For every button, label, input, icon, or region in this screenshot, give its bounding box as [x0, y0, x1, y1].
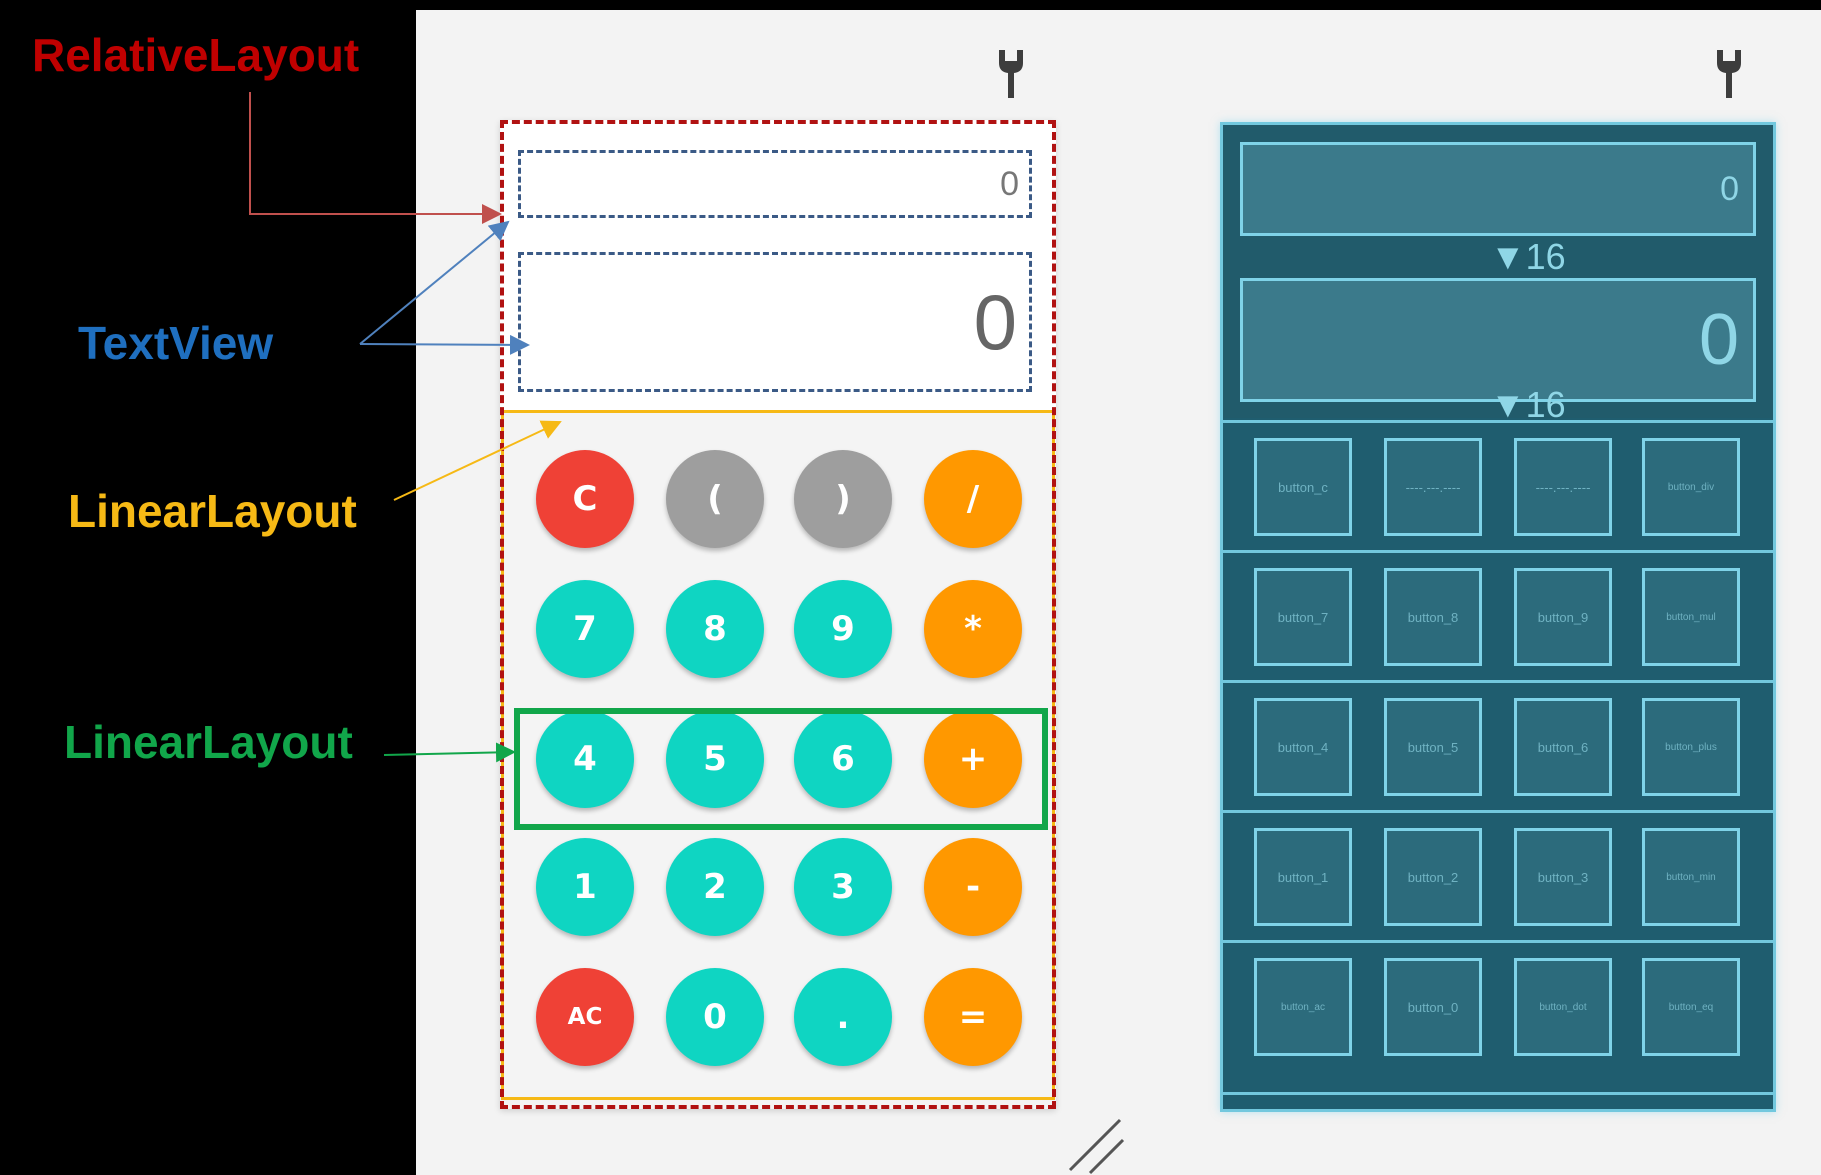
calc-button-16[interactable]: - [924, 838, 1022, 936]
blueprint-button[interactable]: button_eq [1642, 958, 1740, 1056]
blueprint-expression-text-view: 0 [1240, 142, 1756, 236]
blueprint-button[interactable]: button_6 [1514, 698, 1612, 796]
blueprint-button[interactable]: button_7 [1254, 568, 1352, 666]
calc-button-17[interactable]: AC [536, 968, 634, 1066]
margin-top-value: 16 [1525, 236, 1566, 277]
calc-button-4[interactable]: / [924, 450, 1022, 548]
blueprint-button[interactable]: ----.---.---- [1384, 438, 1482, 536]
blueprint-result-text-view: 0 [1240, 278, 1756, 402]
calc-button-3[interactable]: ) [794, 450, 892, 548]
text-view-label: TextView [78, 317, 274, 369]
blueprint-button[interactable]: button_mul [1642, 568, 1740, 666]
calc-button-18[interactable]: 0 [666, 968, 764, 1066]
wrench-icon[interactable] [996, 48, 1026, 100]
calc-button-5[interactable]: 7 [536, 580, 634, 678]
linear-layout-row-label: LinearLayout [64, 716, 353, 768]
blueprint-button[interactable]: button_2 [1384, 828, 1482, 926]
blueprint-row [1223, 940, 1773, 1068]
calc-button-19[interactable]: . [794, 968, 892, 1066]
display-area: 0 0 [500, 120, 1056, 410]
blueprint-preview: 0 0 ▼16 ▼16 button_c----.---.--------.--… [1220, 122, 1776, 1112]
blueprint-bottom-line [1223, 1092, 1773, 1095]
blueprint-display-area: 0 0 ▼16 ▼16 [1220, 122, 1776, 425]
calc-button-7[interactable]: 9 [794, 580, 892, 678]
calc-button-9[interactable]: 4 [536, 710, 634, 808]
calc-button-14[interactable]: 2 [666, 838, 764, 936]
calc-button-12[interactable]: + [924, 710, 1022, 808]
blueprint-row [1223, 810, 1773, 938]
blueprint-button[interactable]: button_div [1642, 438, 1740, 536]
blueprint-button[interactable]: button_1 [1254, 828, 1352, 926]
linear-layout-outer-label: LinearLayout [68, 485, 357, 537]
resize-handle-icon[interactable] [1065, 1115, 1125, 1175]
blueprint-button[interactable]: button_5 [1384, 698, 1482, 796]
blueprint-button[interactable]: button_9 [1514, 568, 1612, 666]
blueprint-button[interactable]: button_8 [1384, 568, 1482, 666]
calc-button-10[interactable]: 5 [666, 710, 764, 808]
calc-button-13[interactable]: 1 [536, 838, 634, 936]
blueprint-button[interactable]: button_4 [1254, 698, 1352, 796]
blueprint-row [1223, 420, 1773, 548]
blueprint-button[interactable]: button_3 [1514, 828, 1612, 926]
calc-button-11[interactable]: 6 [794, 710, 892, 808]
calc-button-1[interactable]: C [536, 450, 634, 548]
blueprint-button[interactable]: button_plus [1642, 698, 1740, 796]
blueprint-button[interactable]: button_min [1642, 828, 1740, 926]
margin-bottom-indicator: ▼16 [1490, 384, 1566, 426]
result-text-view: 0 [518, 252, 1032, 392]
blueprint-row [1223, 680, 1773, 808]
wrench-icon[interactable] [1714, 48, 1744, 100]
calc-button-8[interactable]: * [924, 580, 1022, 678]
margin-arrow-icon: ▼ [1490, 384, 1526, 425]
expression-text-view: 0 [518, 150, 1032, 218]
blueprint-button[interactable]: button_dot [1514, 958, 1612, 1056]
blueprint-button[interactable]: button_0 [1384, 958, 1482, 1056]
blueprint-button[interactable]: button_c [1254, 438, 1352, 536]
blueprint-row [1223, 550, 1773, 678]
calc-button-6[interactable]: 8 [666, 580, 764, 678]
margin-arrow-icon: ▼ [1490, 236, 1526, 277]
calc-button-15[interactable]: 3 [794, 838, 892, 936]
margin-top-indicator: ▼16 [1490, 236, 1566, 278]
blueprint-button[interactable]: button_ac [1254, 958, 1352, 1056]
calc-button-20[interactable]: = [924, 968, 1022, 1066]
margin-bottom-value: 16 [1525, 384, 1566, 425]
relative-layout-label: RelativeLayout [32, 29, 360, 81]
blueprint-button[interactable]: ----.---.---- [1514, 438, 1612, 536]
calc-button-2[interactable]: ( [666, 450, 764, 548]
